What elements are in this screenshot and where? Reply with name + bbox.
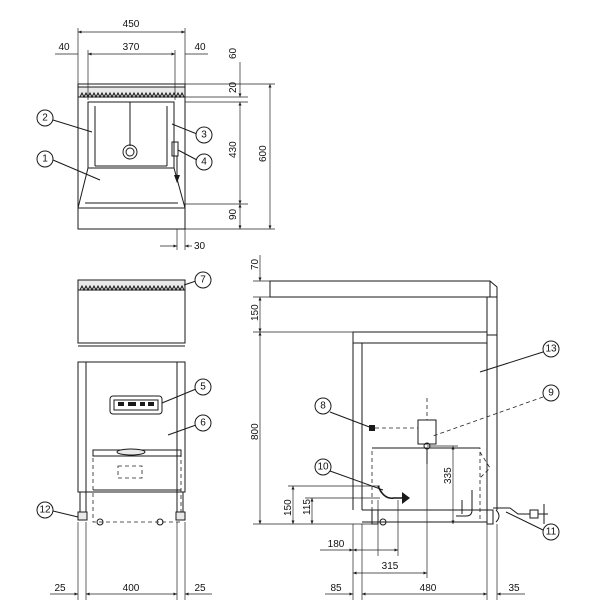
front-burner [116,448,146,456]
dim-side-335: 335 [443,467,454,484]
callout-12 [36,501,54,519]
dim-side-150-upper: 150 [250,304,261,321]
callout-1 [36,150,54,168]
top-drain-circle [122,144,138,160]
front-drawer-handle [117,465,143,479]
callout-9-label: 9 [548,388,554,399]
dim-top-20: 20 [228,81,239,93]
dim-top-600: 600 [258,145,269,162]
dim-side-35: 35 [508,583,520,594]
callout-5 [194,378,212,396]
callout-8-label: 8 [320,401,326,412]
dim-top-left-margin: 40 [58,42,70,53]
top-view-outline [77,83,186,230]
callout-1-label: 1 [42,154,48,165]
top-view: 450 40 370 40 60 20 430 90 600 30 1 2 3 … [36,19,275,252]
front-upper-body [77,289,186,344]
callout-2-label: 2 [42,113,48,124]
side-view: 70 150 800 150 115 335 180 315 85 480 35 [250,255,560,600]
dim-side-180: 180 [328,539,345,550]
callout-4 [195,153,213,171]
callout-13-label: 13 [545,344,557,355]
front-control-panel [109,395,163,415]
side-oil-pan [371,447,481,523]
top-thermostat [171,141,179,157]
callout-3 [195,126,213,144]
callout-10 [314,458,332,476]
dim-front-leg-right: 25 [194,583,206,594]
callout-4-label: 4 [201,157,207,168]
callout-11 [542,523,560,541]
dim-top-430: 430 [228,141,239,158]
callout-12-label: 12 [39,505,51,516]
dim-side-315: 315 [382,561,399,572]
dim-top-90: 90 [228,208,239,220]
dim-side-115: 115 [302,499,313,515]
dim-front-width: 400 [123,583,140,594]
dim-side-85: 85 [330,583,342,594]
callout-9 [542,384,560,402]
callout-11-label: 11 [546,527,557,538]
dim-top-right-margin: 40 [194,42,206,53]
callout-3-label: 3 [201,130,207,141]
callout-8 [314,397,332,415]
callout-7-label: 7 [200,275,206,286]
callout-10-label: 10 [317,462,329,473]
side-top-slab [269,280,498,298]
callout-6 [194,414,212,432]
dim-top-60: 60 [228,47,239,59]
side-back-riser [486,296,498,336]
callout-5-label: 5 [200,382,206,393]
front-view: 25 400 25 5 6 7 12 [36,271,212,600]
dim-side-480: 480 [420,583,437,594]
top-vent-teeth [79,91,185,99]
dim-top-30: 30 [194,241,206,252]
dim-top-inner-width: 370 [123,42,140,53]
dim-top-width: 450 [123,19,140,30]
side-valve-box [417,419,437,445]
callout-2 [36,109,54,127]
side-drain-valve [377,485,402,500]
top-oil-tank [87,101,175,169]
callout-6-label: 6 [200,418,206,429]
callout-13 [542,340,560,358]
front-oil-pan [92,449,182,523]
front-cabinet [77,361,186,493]
dim-front-leg-left: 25 [54,583,66,594]
callout-7 [194,271,212,289]
dim-side-800: 800 [250,423,261,440]
dim-side-150-lower: 150 [283,499,294,516]
side-gas-inlet [493,507,530,515]
dim-side-70: 70 [250,258,261,270]
